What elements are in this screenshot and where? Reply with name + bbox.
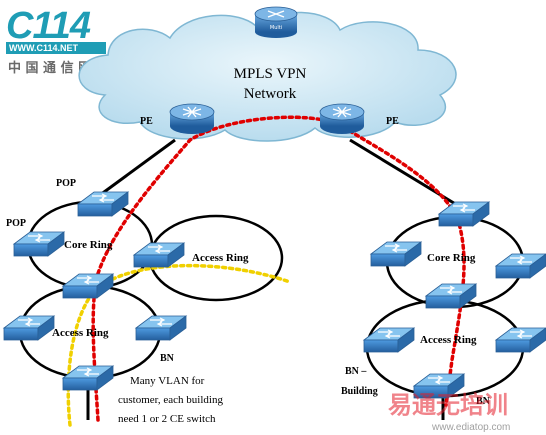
switch-right-core-left bbox=[370, 241, 422, 267]
label-core-ring-right: Core Ring bbox=[427, 252, 476, 264]
multi-router-label: Multi bbox=[270, 25, 282, 31]
label-core-ring-left: Core Ring bbox=[64, 239, 113, 251]
label-pop-left: POP bbox=[6, 218, 26, 229]
note-line3: need 1 or 2 CE switch bbox=[118, 413, 216, 425]
pe-router-left bbox=[169, 103, 215, 135]
label-pop-top: POP bbox=[56, 178, 76, 189]
label-bn-right: BN bbox=[476, 396, 491, 407]
switch-pop-left bbox=[13, 231, 65, 257]
logo-cn: 中 国 通 信 网 bbox=[8, 60, 91, 76]
label-access-ring-right: Access Ring bbox=[420, 334, 477, 346]
label-access-ring-top: Access Ring bbox=[192, 252, 249, 264]
multi-router: Multi bbox=[254, 6, 298, 38]
switch-access-ring-top bbox=[133, 242, 185, 268]
switch-pop-top bbox=[77, 191, 129, 217]
logo-url-bar bbox=[6, 42, 106, 54]
switch-access-left bbox=[3, 315, 55, 341]
label-bn-building-2: Building bbox=[341, 386, 378, 397]
label-access-ring-left: Access Ring bbox=[52, 327, 109, 339]
note-line1: Many VLAN for bbox=[130, 375, 205, 387]
left-rings bbox=[18, 200, 284, 380]
watermark-url: www.ediatop.com bbox=[431, 422, 510, 433]
cloud-title-line1: MPLS VPN bbox=[234, 66, 307, 82]
switch-bn-left bbox=[135, 315, 187, 341]
label-bn-left: BN bbox=[160, 353, 175, 364]
note-line2: customer, each building bbox=[118, 394, 223, 406]
cloud-title-line2: Network bbox=[244, 86, 297, 102]
logo-url: WWW.C114.NET bbox=[9, 43, 79, 53]
pe-router-right bbox=[319, 103, 365, 135]
switch-core-bottom bbox=[62, 273, 114, 299]
logo: C114 WWW.C114.NET 中 国 通 信 网 bbox=[6, 5, 106, 76]
label-bn-building-1: BN – bbox=[345, 366, 367, 377]
switch-right-core-bottom bbox=[425, 283, 477, 309]
switch-right-core-right bbox=[495, 253, 546, 279]
label-pe-left: PE bbox=[140, 116, 153, 127]
watermark: 易通无培训 www.ediatop.com bbox=[388, 391, 510, 433]
label-pe-right: PE bbox=[386, 116, 399, 127]
switch-right-top bbox=[438, 201, 490, 227]
watermark-cn: 易通无培训 bbox=[388, 391, 508, 419]
switch-right-access-right bbox=[495, 327, 546, 353]
uplinks bbox=[99, 138, 463, 210]
logo-brand: C114 bbox=[6, 5, 91, 47]
